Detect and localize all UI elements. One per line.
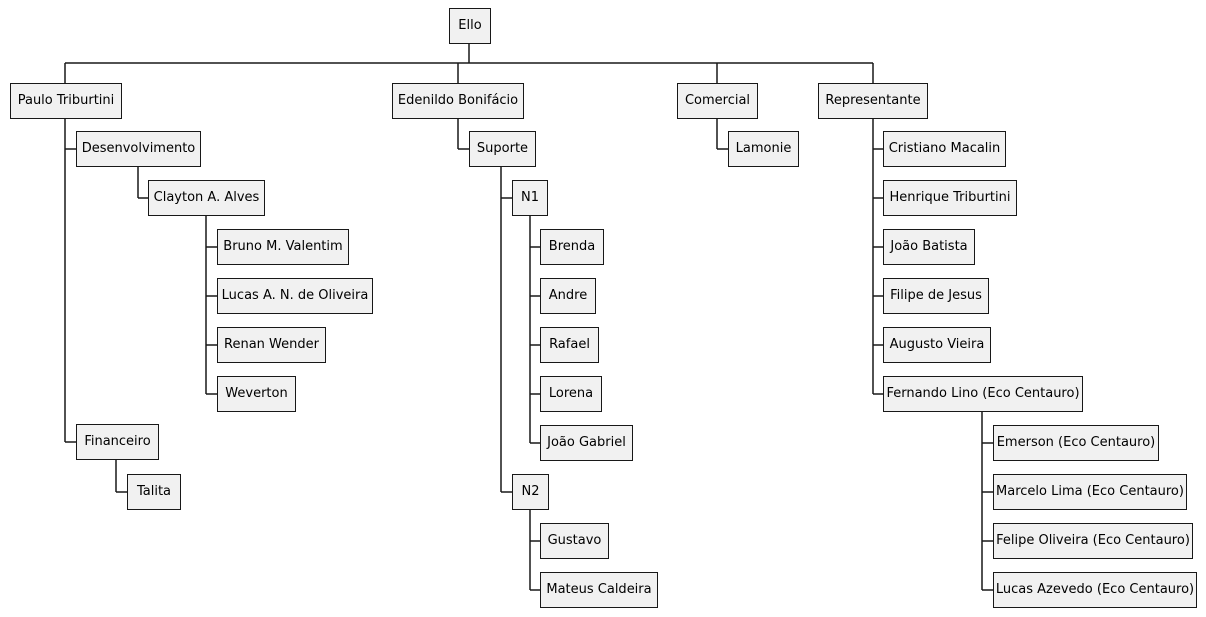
node-cristiano-macalin: Cristiano Macalin <box>883 131 1006 167</box>
node-n2: N2 <box>512 474 549 510</box>
node-comercial: Comercial <box>677 83 758 119</box>
node-financeiro: Financeiro <box>76 424 159 460</box>
node-marcelo-lima: Marcelo Lima (Eco Centauro) <box>993 474 1187 510</box>
node-rafael: Rafael <box>540 327 599 363</box>
node-joao-gabriel: João Gabriel <box>540 425 633 461</box>
node-lamonie: Lamonie <box>728 131 799 167</box>
node-henrique-triburtini: Henrique Triburtini <box>883 180 1017 216</box>
node-suporte: Suporte <box>469 131 536 167</box>
node-lorena: Lorena <box>540 376 602 412</box>
node-felipe-oliveira: Felipe Oliveira (Eco Centauro) <box>993 523 1193 559</box>
node-fernando-lino: Fernando Lino (Eco Centauro) <box>883 376 1083 412</box>
node-andre: Andre <box>540 278 596 314</box>
node-paulo-triburtini: Paulo Triburtini <box>10 83 122 119</box>
node-emerson: Emerson (Eco Centauro) <box>993 425 1159 461</box>
node-mateus-caldeira: Mateus Caldeira <box>540 572 658 608</box>
node-edenildo-bonifacio: Edenildo Bonifácio <box>392 83 524 119</box>
node-bruno-valentim: Bruno M. Valentim <box>217 229 349 265</box>
node-brenda: Brenda <box>540 229 604 265</box>
node-lucas-oliveira: Lucas A. N. de Oliveira <box>217 278 373 314</box>
node-ello: Ello <box>449 8 491 44</box>
node-talita: Talita <box>127 474 181 510</box>
node-renan-wender: Renan Wender <box>217 327 326 363</box>
node-representante: Representante <box>818 83 928 119</box>
node-lucas-azevedo: Lucas Azevedo (Eco Centauro) <box>993 572 1197 608</box>
node-weverton: Weverton <box>217 376 296 412</box>
node-clayton-alves: Clayton A. Alves <box>148 180 265 216</box>
node-augusto-vieira: Augusto Vieira <box>883 327 991 363</box>
node-n1: N1 <box>512 180 548 216</box>
node-joao-batista: João Batista <box>883 229 975 265</box>
node-filipe-de-jesus: Filipe de Jesus <box>883 278 989 314</box>
node-gustavo: Gustavo <box>540 523 609 559</box>
node-desenvolvimento: Desenvolvimento <box>76 131 201 167</box>
